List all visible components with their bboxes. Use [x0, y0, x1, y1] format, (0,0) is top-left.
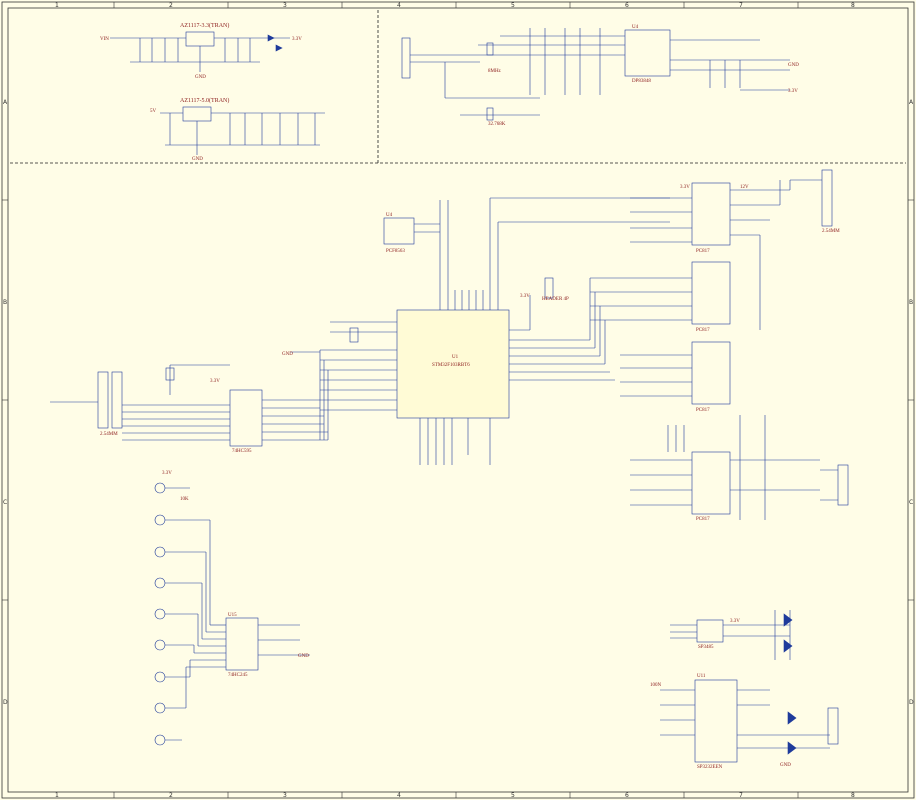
mcu-section: [290, 197, 670, 465]
opto-bank-4: [691, 451, 731, 515]
rtc-name: PCF8563: [386, 249, 405, 254]
buffer-name: 74HC595: [232, 449, 252, 454]
section-dividers: [10, 10, 906, 164]
u15-body: [225, 617, 259, 671]
out-header-label: 2.54MM: [822, 229, 840, 234]
row-letters: A B C D A B C D: [3, 99, 914, 706]
row-d: D: [3, 699, 8, 706]
col-3-bottom: 3: [283, 792, 287, 799]
rs485-v33: 3.3V: [730, 619, 740, 624]
col-7-bottom: 7: [739, 792, 743, 799]
opto-bank-2: [691, 261, 731, 325]
left-connector-section: [50, 364, 328, 447]
vin-label: VIN: [100, 37, 109, 42]
phy-chip-body: [624, 29, 671, 77]
phy-ref: U4: [632, 25, 639, 30]
u15-gnd: GND: [298, 654, 309, 659]
col-5: 5: [511, 2, 515, 9]
col-8: 8: [851, 2, 855, 9]
opto-1-name: PC817: [696, 249, 710, 254]
col-2: 2: [169, 2, 173, 9]
xtal-label: 8MHz: [488, 69, 502, 74]
col-4-bottom: 4: [397, 792, 401, 799]
opto-3-name: PC817: [696, 408, 710, 413]
u15-name: 74HC245: [228, 673, 248, 678]
opto-bank-1: [691, 182, 731, 246]
ribbon-label: 2.54MM: [100, 432, 118, 437]
regulator-u2-body: [185, 31, 215, 47]
row-b: B: [3, 299, 7, 306]
opto-v33: 3.3V: [680, 185, 690, 190]
rtc-ref: U4: [386, 213, 393, 218]
eth-header: [401, 37, 411, 79]
ribbon-connector: [97, 371, 109, 429]
serial-section: [660, 610, 839, 763]
rtc-body: [383, 217, 415, 245]
mcu-name: STM32F103RBT6: [432, 363, 470, 368]
out1-label: 3.3V: [292, 37, 302, 42]
power-gnd-1: GND: [195, 75, 206, 80]
row-c: C: [3, 499, 7, 506]
col-6-bottom: 6: [625, 792, 629, 799]
row-a-right: A: [909, 99, 914, 106]
mcu-body: [396, 309, 510, 419]
row-b-right: B: [909, 299, 913, 306]
output-header-1: [821, 169, 833, 227]
col-1: 1: [55, 2, 59, 9]
col-1-bottom: 1: [55, 792, 59, 799]
buffer-u5-body: [229, 389, 263, 447]
col-3: 3: [283, 2, 287, 9]
u15-ref: U15: [228, 613, 237, 618]
col-7: 7: [739, 2, 743, 9]
power-gnd-2: GND: [192, 157, 203, 162]
opto-4-name: PC817: [696, 517, 710, 522]
buffer-v33: 3.3V: [210, 379, 220, 384]
eth-v33: 3.3V: [788, 89, 798, 94]
row-c-right: C: [909, 499, 913, 506]
xtal32-label: 32.768K: [488, 122, 506, 127]
eth-gnd: GND: [788, 63, 799, 68]
col-4: 4: [397, 2, 401, 9]
rs485-body: [696, 619, 724, 643]
reg1-label: AZ1117-3.3(TRAN): [180, 22, 229, 29]
column-numbers-bottom: 1 2 3 4 5 6 7 8: [55, 792, 855, 799]
ethernet-section: [401, 28, 790, 121]
col-8-bottom: 8: [851, 792, 855, 799]
opto-2-name: PC817: [696, 328, 710, 333]
row-d-right: D: [909, 699, 914, 706]
mcu-v33: 3.3V: [520, 294, 530, 299]
power-section: [110, 31, 325, 155]
phy-name: DP83848: [632, 79, 651, 84]
transistor-column: [154, 482, 310, 746]
out2-label: 5V: [150, 109, 157, 114]
opto-bank-3: [691, 341, 731, 405]
col-2-bottom: 2: [169, 792, 173, 799]
transistor-r10k: 10K: [180, 497, 189, 502]
mcu-ref: U1: [452, 355, 459, 360]
mcu-gnd: GND: [282, 352, 293, 357]
rs232-header: [827, 707, 839, 745]
reg2-label: AZ1117-5.0(TRAN): [180, 97, 229, 104]
output-header-2: [837, 464, 849, 506]
rs485-name: SP3485: [698, 645, 714, 650]
header-a-label: HEADER 4P: [542, 297, 569, 302]
max-c100n: 100N: [650, 683, 662, 688]
max-name: SP3232EEN: [697, 765, 723, 770]
serial-gnd: GND: [780, 763, 791, 768]
column-numbers-top: 1 2 3 4 5 6 7 8: [55, 2, 855, 9]
col-6: 6: [625, 2, 629, 9]
max-ref: U11: [697, 674, 706, 679]
transistor-v33: 3.3V: [162, 471, 172, 476]
opto-12v: 12V: [740, 185, 749, 190]
opto-arrays: [509, 169, 849, 520]
row-a: A: [3, 99, 8, 106]
col-5-bottom: 5: [511, 792, 515, 799]
regulator-u3-body: [182, 106, 212, 122]
max-body: [694, 679, 738, 763]
